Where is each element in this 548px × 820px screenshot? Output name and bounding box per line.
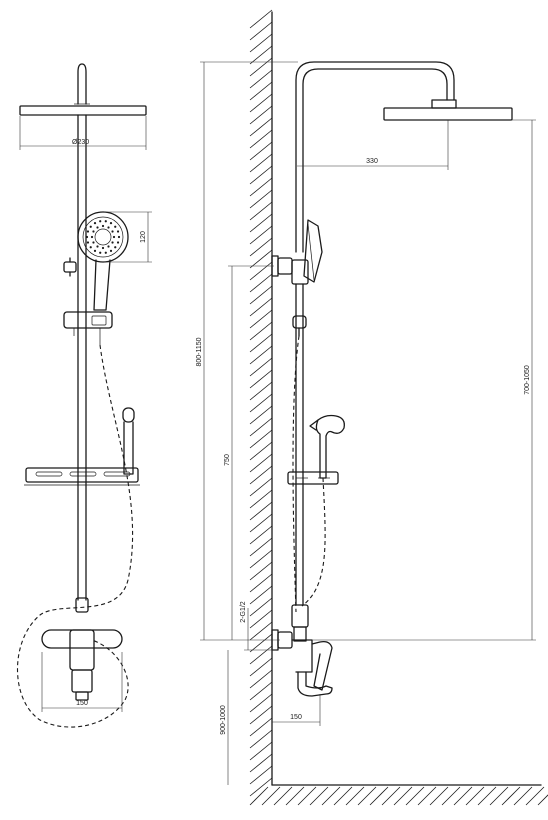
dim-head-diameter: Ø230 (72, 139, 89, 146)
hand-shower-head (77, 211, 129, 263)
dim-connection: 2-G1/2 (240, 601, 247, 623)
side-view (271, 61, 513, 697)
dim-hand-shower-size: 120 (140, 231, 147, 243)
dimension-lines (19, 61, 536, 785)
dimension-labels: Ø230 120 150 330 800-1150 750 2-G1/2 900… (72, 139, 531, 735)
wall-section (249, 9, 548, 806)
dim-bar-length: 750 (224, 454, 231, 466)
soap-tray (24, 467, 140, 486)
dim-side-mixer-width: 150 (290, 714, 302, 721)
front-mixer (41, 597, 123, 701)
dim-mixer-height: 900-1000 (220, 705, 227, 735)
dim-total-height: 800-1150 (196, 337, 203, 366)
front-view (16, 63, 147, 728)
dim-front-mixer-width: 150 (76, 700, 88, 707)
dim-arm-reach: 330 (366, 158, 378, 165)
bidet-sprayer (122, 407, 135, 475)
side-bidet-sprayer (301, 414, 345, 607)
dim-head-height: 700-1050 (524, 365, 531, 395)
